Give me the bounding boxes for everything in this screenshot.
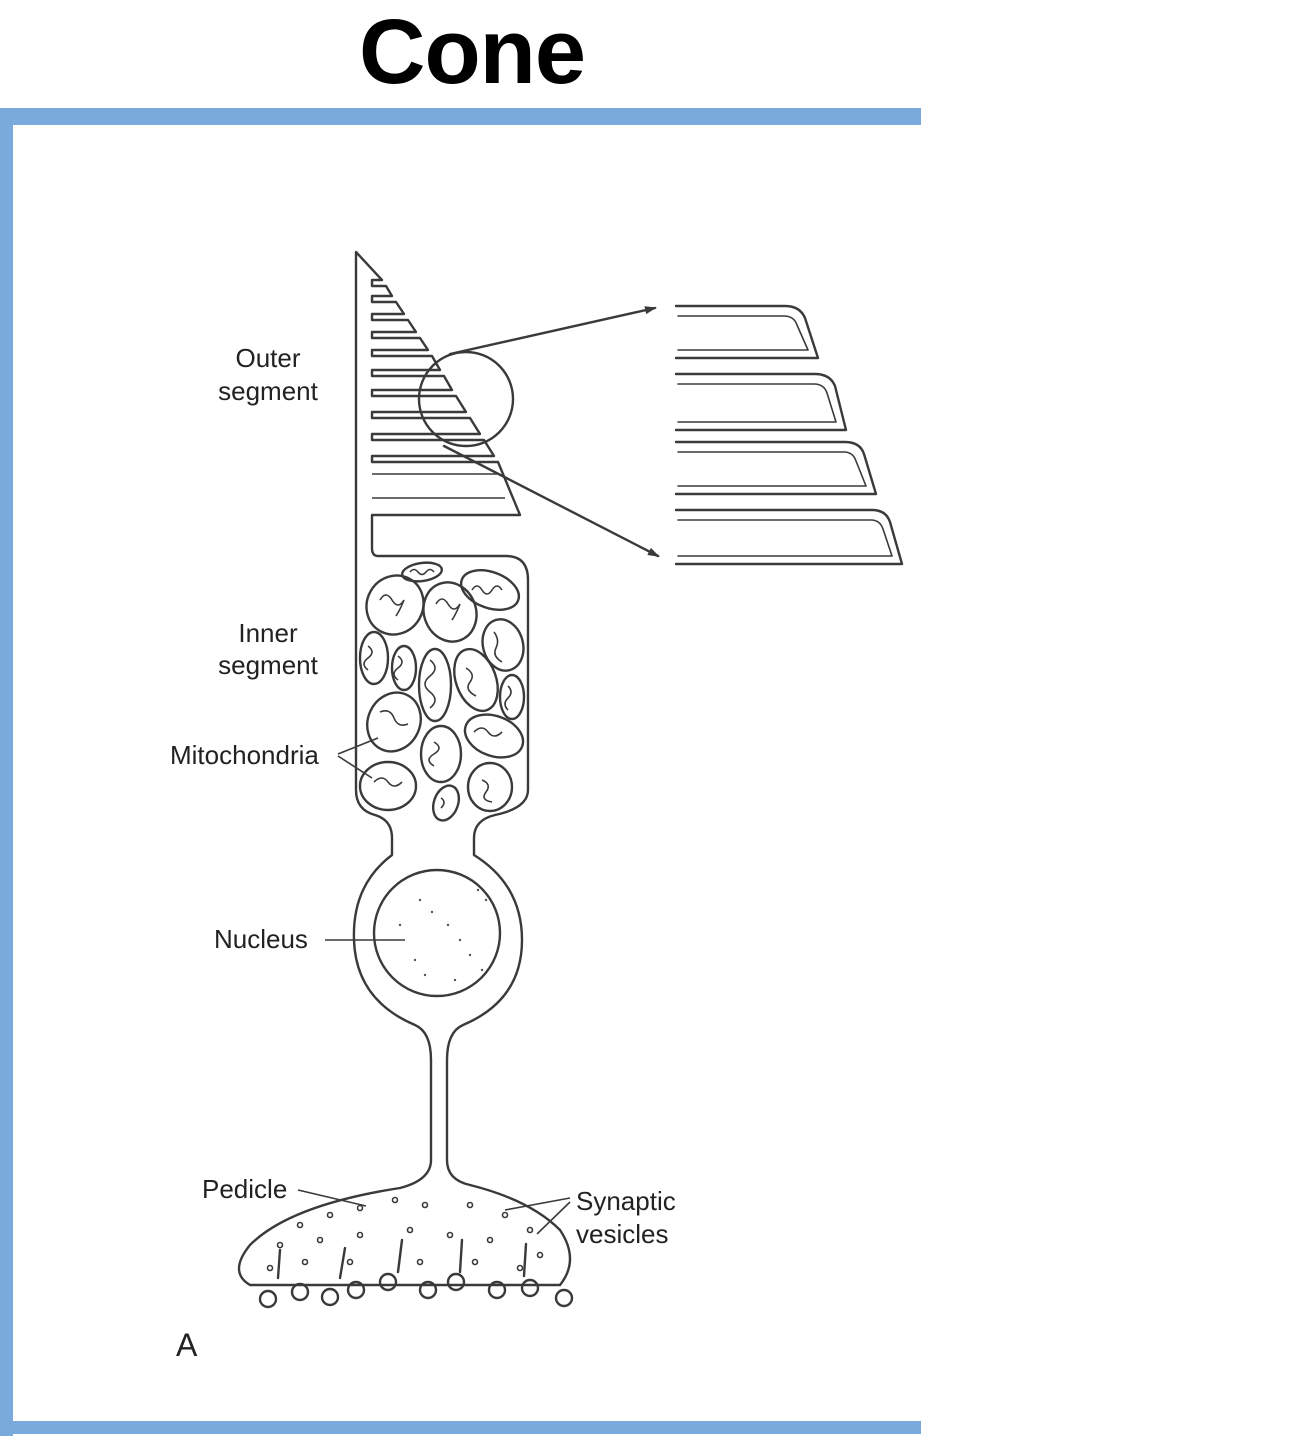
mitochondria-cristae: [364, 570, 511, 809]
enlarged-discs: [676, 306, 902, 564]
panel-letter: A: [176, 1327, 198, 1363]
label-inner-segment-line1: Inner: [238, 618, 298, 648]
label-outer-segment-line1: Outer: [235, 343, 300, 373]
zoom-arrow-top: [450, 308, 655, 354]
label-synaptic-line2: vesicles: [576, 1219, 668, 1249]
nucleus-stipple: [399, 889, 487, 981]
postsynaptic-terminals: [260, 1274, 572, 1307]
magnifier-circle: [419, 352, 513, 446]
pedicle-vesicles: [268, 1198, 543, 1271]
label-outer-segment-line2: segment: [218, 376, 318, 406]
zoom-arrow-bottom: [444, 446, 658, 556]
mitochondria-group: [356, 560, 529, 824]
label-mitochondria: Mitochondria: [170, 740, 319, 770]
label-pedicle: Pedicle: [202, 1174, 287, 1204]
label-nucleus: Nucleus: [214, 924, 308, 954]
label-inner-segment-line2: segment: [218, 650, 318, 680]
nucleus-shape: [374, 870, 500, 996]
outer-segment-discs: [372, 474, 505, 498]
label-synaptic-line1: Synaptic: [576, 1186, 676, 1216]
synaptic-ribbons: [278, 1240, 526, 1278]
